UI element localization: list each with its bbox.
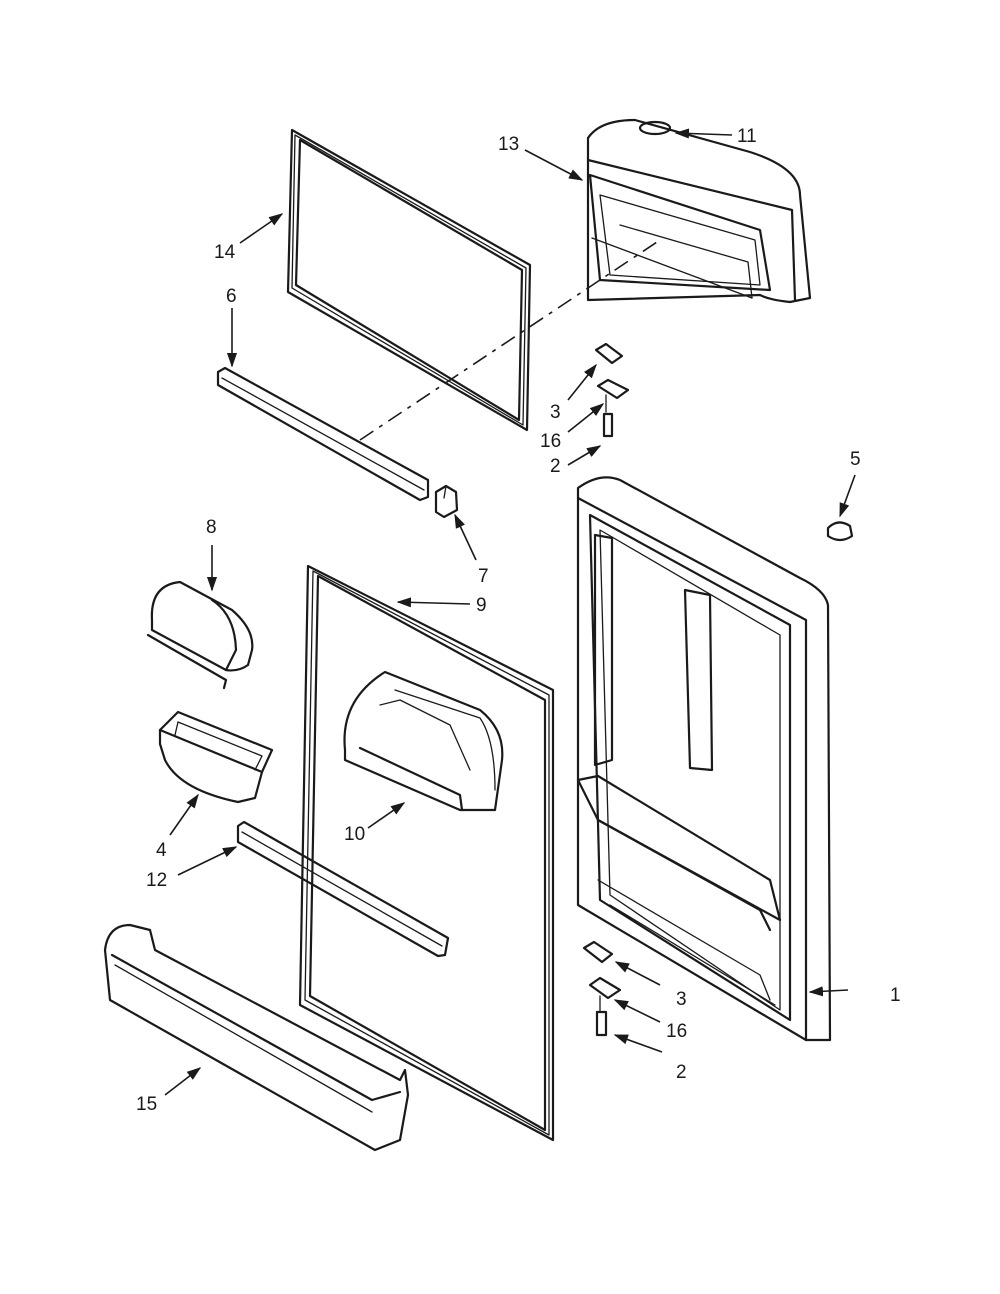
leader-2-upper bbox=[567, 445, 602, 466]
callout-7: 7 bbox=[478, 566, 489, 587]
upper-hinge-assembly bbox=[594, 342, 630, 438]
callout-11: 11 bbox=[737, 126, 757, 147]
callout-9: 9 bbox=[476, 595, 487, 616]
leader-14 bbox=[239, 213, 284, 244]
callout-2-upper: 2 bbox=[550, 456, 561, 477]
leader-16-upper bbox=[567, 403, 605, 433]
callout-16-upper: 16 bbox=[540, 431, 561, 452]
leader-3-upper bbox=[567, 363, 597, 401]
freezer-door bbox=[586, 118, 812, 304]
dairy-door bbox=[146, 580, 254, 690]
leader-11 bbox=[674, 128, 733, 139]
alignment-line-freezer bbox=[359, 239, 661, 441]
utility-bin bbox=[158, 710, 274, 804]
callout-3-upper: 3 bbox=[550, 402, 561, 423]
callout-3-lower: 3 bbox=[676, 989, 687, 1010]
leader-16-lower bbox=[613, 999, 661, 1023]
leader-4 bbox=[169, 793, 199, 836]
callout-8: 8 bbox=[206, 517, 217, 538]
leader-7 bbox=[454, 513, 477, 561]
leader-13 bbox=[524, 149, 584, 181]
callout-16-lower: 16 bbox=[666, 1021, 687, 1042]
door-shelf bbox=[103, 923, 410, 1152]
plug-button bbox=[826, 521, 854, 542]
callout-12: 12 bbox=[146, 870, 167, 891]
fresh-food-gasket bbox=[298, 564, 555, 1142]
callout-15: 15 bbox=[136, 1094, 157, 1115]
callout-6: 6 bbox=[226, 286, 237, 307]
leader-10 bbox=[367, 802, 406, 829]
fresh-food-door bbox=[576, 476, 832, 1042]
leader-12 bbox=[177, 846, 238, 876]
leader-15 bbox=[164, 1067, 202, 1096]
leader-1 bbox=[808, 986, 849, 997]
callout-5: 5 bbox=[850, 449, 861, 470]
door-shelf-trim bbox=[236, 820, 450, 958]
door-bin bbox=[343, 670, 504, 812]
leader-2-lower bbox=[613, 1034, 663, 1053]
leader-9 bbox=[396, 597, 471, 608]
freezer-door-gasket bbox=[286, 128, 532, 432]
lower-hinge-assembly bbox=[582, 940, 622, 1037]
callout-13: 13 bbox=[498, 134, 519, 155]
callout-4: 4 bbox=[156, 840, 167, 861]
callout-1: 1 bbox=[890, 985, 901, 1006]
freezer-shelf-trim bbox=[216, 366, 430, 502]
callout-2-lower: 2 bbox=[676, 1062, 687, 1083]
callout-14: 14 bbox=[214, 242, 236, 263]
trim-end-cap bbox=[434, 484, 459, 519]
callout-10: 10 bbox=[344, 824, 365, 845]
leader-5 bbox=[839, 474, 856, 518]
leader-3-lower bbox=[614, 961, 661, 986]
